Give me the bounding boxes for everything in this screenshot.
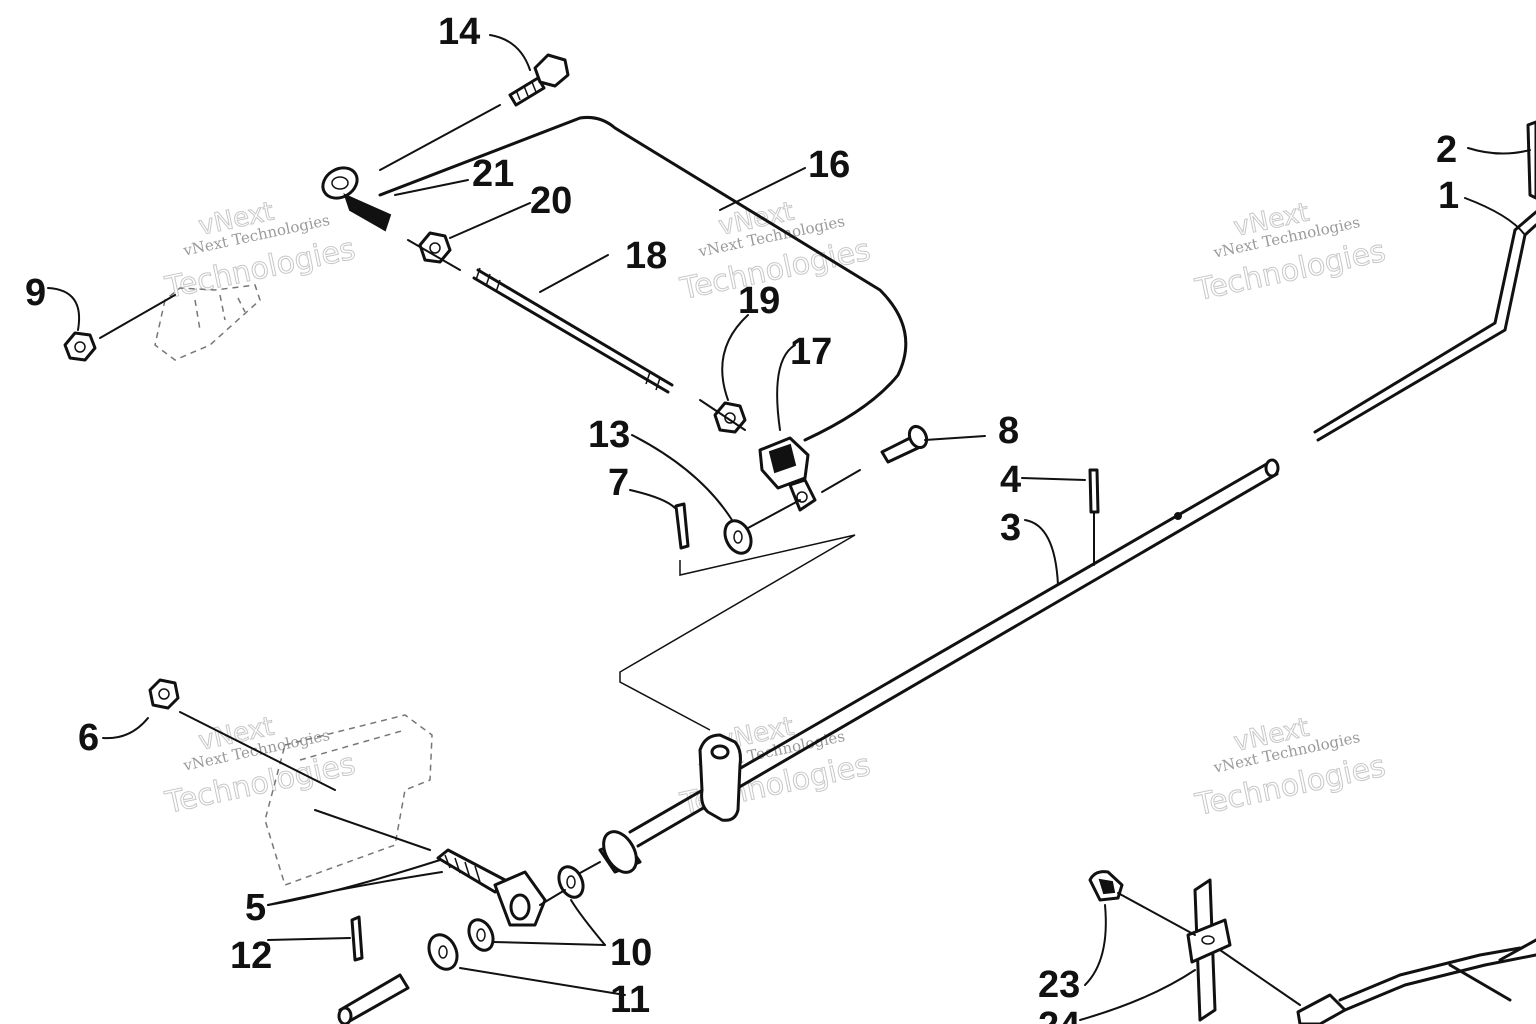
- part-13-washer: [723, 519, 753, 555]
- callout-24: 24: [1038, 1005, 1080, 1024]
- part-11-washer: [427, 933, 459, 971]
- callout-labels: 1 2 3 4 5 6 7 8 9 10 11 12 13 14 16 17 1…: [25, 11, 1459, 1024]
- callout-18: 18: [625, 235, 667, 277]
- part-18-threaded-rod: [472, 267, 674, 394]
- part-20-nut: [418, 231, 452, 264]
- callout-10: 10: [610, 932, 652, 974]
- callout-21: 21: [472, 153, 514, 195]
- watermark-bottom-left: vNext vNext Technologies Technologies: [161, 711, 359, 821]
- part-24-switch: [1296, 938, 1536, 1024]
- part-12-cotter-pin: [350, 915, 364, 962]
- part-14-bolt: [508, 53, 570, 107]
- part-23-clip: [1088, 870, 1124, 902]
- watermark-bottom-right: vNext vNext Technologies Technologies: [1191, 712, 1389, 824]
- callout-17: 17: [790, 331, 832, 373]
- callout-20: 20: [530, 180, 572, 222]
- callout-13: 13: [588, 414, 630, 456]
- part-4-pin: [1088, 468, 1100, 566]
- part-9-nut: [63, 331, 97, 362]
- linkage-outline: [619, 534, 856, 731]
- callout-19: 19: [738, 280, 780, 322]
- callout-11: 11: [610, 979, 650, 1021]
- callout-1: 1: [1438, 175, 1459, 217]
- callout-4: 4: [1000, 459, 1021, 501]
- ghost-bracket-upper: [154, 284, 261, 361]
- part-7-cotter-pin: [674, 502, 690, 550]
- shaft-arm-plate: [698, 733, 742, 822]
- part-10-washer-b: [467, 918, 495, 952]
- part-8-clevis-pin: [821, 424, 929, 493]
- leader-lines: [47, 34, 1531, 1021]
- callout-7: 7: [608, 462, 629, 504]
- part-11-pin: [337, 973, 410, 1024]
- callout-8: 8: [998, 410, 1019, 452]
- part-16-cable: [378, 116, 908, 442]
- callout-9: 9: [25, 272, 46, 314]
- part-17-cable-end: [758, 436, 817, 512]
- watermark-bottom-center: vNext vNext Technologies Technologies: [676, 711, 874, 823]
- part-21-housing-end: [321, 166, 392, 232]
- watermark-top-right: vNext vNext Technologies Technologies: [1191, 197, 1389, 309]
- part-6-nut: [148, 678, 180, 710]
- watermark-top-center: vNext vNext Technologies Technologies: [676, 196, 874, 308]
- ghost-bracket-lower: [264, 714, 433, 886]
- callout-2: 2: [1436, 129, 1457, 171]
- part-5-rod-end: [436, 848, 547, 927]
- callout-16: 16: [808, 144, 850, 186]
- part-24-bracket: [1186, 878, 1232, 1022]
- callout-6: 6: [78, 717, 99, 759]
- part-10-washer-a: [557, 865, 585, 899]
- callout-12: 12: [230, 935, 272, 977]
- callout-23: 23: [1038, 964, 1080, 1006]
- callout-5: 5: [245, 887, 266, 929]
- callout-3: 3: [1000, 507, 1021, 549]
- callout-14: 14: [438, 11, 480, 53]
- part-1-shift-lever: [1313, 120, 1536, 442]
